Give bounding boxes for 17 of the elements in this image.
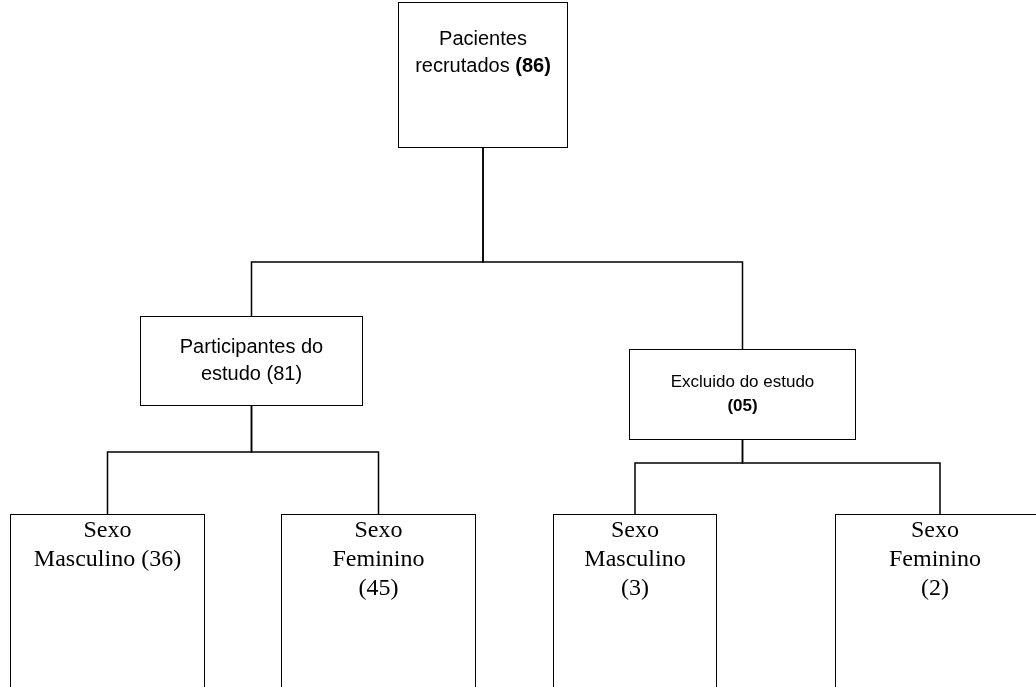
flow-box bbox=[281, 514, 476, 687]
flow-box bbox=[10, 514, 205, 687]
flow-box bbox=[140, 316, 363, 406]
box-label: Sexo Masculino (36) bbox=[32, 515, 183, 573]
flow-box bbox=[835, 514, 1036, 687]
box-label: Excluido do estudo (05) bbox=[670, 371, 815, 417]
box-label: Pacientes recrutados (86) bbox=[414, 26, 552, 78]
flow-box bbox=[553, 514, 717, 687]
box-label: Sexo Masculino (3) bbox=[583, 515, 687, 602]
connector-line bbox=[741, 439, 941, 515]
box-label: Sexo Feminino (45) bbox=[331, 515, 426, 602]
connector-line bbox=[482, 147, 744, 350]
flow-box bbox=[398, 2, 568, 148]
flow-box bbox=[629, 349, 856, 440]
connector-line bbox=[250, 405, 380, 515]
box-label: Sexo Feminino (2) bbox=[888, 515, 982, 602]
box-label: Participantes do estudo (81) bbox=[178, 334, 325, 386]
